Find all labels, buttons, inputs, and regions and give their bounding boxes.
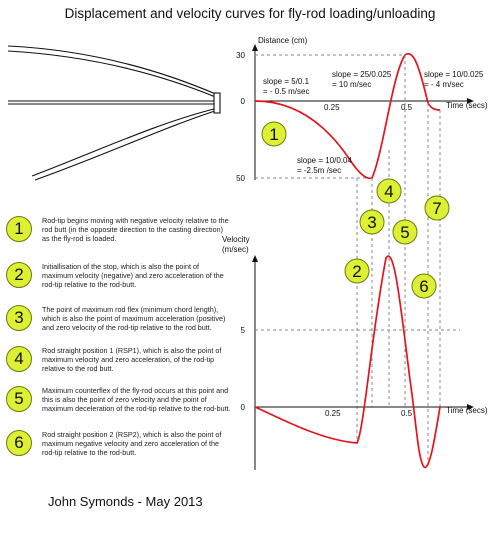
marker-6: 6 — [411, 273, 437, 299]
displacement-x-label: Time (secs) — [446, 101, 488, 110]
legend-number-5: 5 — [6, 386, 32, 412]
marker-1: 1 — [261, 121, 287, 147]
marker-4: 4 — [376, 178, 402, 204]
svg-text:3: 3 — [367, 213, 376, 232]
displacement-ytick-0: 0 — [241, 97, 246, 106]
velocity-y-label-2: (m/sec) — [222, 245, 249, 254]
svg-text:4: 4 — [384, 182, 393, 201]
numbered-markers: 1 2 3 4 5 6 7 — [261, 121, 450, 299]
svg-text:2: 2 — [352, 262, 361, 281]
displacement-y-label: Distance (cm) — [258, 36, 308, 45]
svg-text:1: 1 — [269, 125, 278, 144]
legend-text-1: Rod-tip begins moving with negative velo… — [42, 216, 229, 243]
slope-4-line2: = -2.5m /sec — [297, 166, 341, 175]
svg-text:5: 5 — [400, 223, 409, 242]
slope-1-line2: = - 0.5 m/sec — [263, 87, 309, 96]
displacement-chart: Distance (cm) Time (secs) 30 0 50 0.25 0… — [236, 36, 488, 183]
displacement-xtick-05: 0.5 — [401, 103, 413, 112]
slope-3-line2: = - 4 m/sec — [424, 80, 464, 89]
author-credit: John Symonds - May 2013 — [48, 494, 203, 509]
marker-5: 5 — [392, 219, 418, 245]
slope-4-line1: slope = 10/0.04 — [297, 156, 352, 165]
fly-rod-illustration — [7, 45, 221, 181]
legend-number-4: 4 — [6, 346, 32, 372]
velocity-y-label-1: Velocity — [222, 235, 250, 244]
legend-text-2: Initiallisation of the stop, which is al… — [42, 262, 224, 289]
velocity-xtick-05: 0.5 — [401, 409, 413, 418]
slope-2-line2: = 10 m/sec — [332, 80, 371, 89]
displacement-ytick-50: 50 — [236, 174, 245, 183]
figure-title: Displacement and velocity curves for fly… — [64, 6, 436, 21]
marker-2: 2 — [344, 258, 370, 284]
velocity-ytick-5: 5 — [241, 326, 246, 335]
legend-text-6: Rod straight position 2 (RSP2), which is… — [42, 430, 222, 457]
marker-7: 7 — [424, 195, 450, 221]
velocity-ytick-0: 0 — [241, 403, 246, 412]
displacement-ytick-30: 30 — [236, 51, 245, 60]
legend-text-3: The point of maximum rod flex (minimum c… — [42, 305, 226, 332]
marker-3: 3 — [359, 209, 385, 235]
legend-text-5: Maximum counterflex of the fly-rod occur… — [42, 386, 231, 413]
svg-text:6: 6 — [419, 277, 428, 296]
slope-2-line1: slope = 25/0.025 — [332, 70, 392, 79]
velocity-chart: Velocity (m/sec) Time (secs) 5 0 0.25 0.… — [222, 235, 488, 470]
velocity-curve — [254, 255, 441, 468]
guide-lines — [356, 55, 441, 467]
legend-text-4: Rod straight position 1 (RSP1), which is… — [42, 346, 222, 373]
legend-number-3: 3 — [6, 305, 32, 331]
legend-number-6: 6 — [6, 430, 32, 456]
svg-text:7: 7 — [432, 199, 441, 218]
legend-number-1: 1 — [6, 216, 32, 242]
displacement-xtick-025: 0.25 — [324, 103, 340, 112]
velocity-x-label: Time (secs) — [446, 406, 488, 415]
legend-number-2: 2 — [6, 262, 32, 288]
slope-3-line1: slope = 10/0.025 — [424, 70, 484, 79]
velocity-xtick-025: 0.25 — [325, 409, 341, 418]
slope-1-line1: slope = 5/0.1 — [263, 77, 310, 86]
